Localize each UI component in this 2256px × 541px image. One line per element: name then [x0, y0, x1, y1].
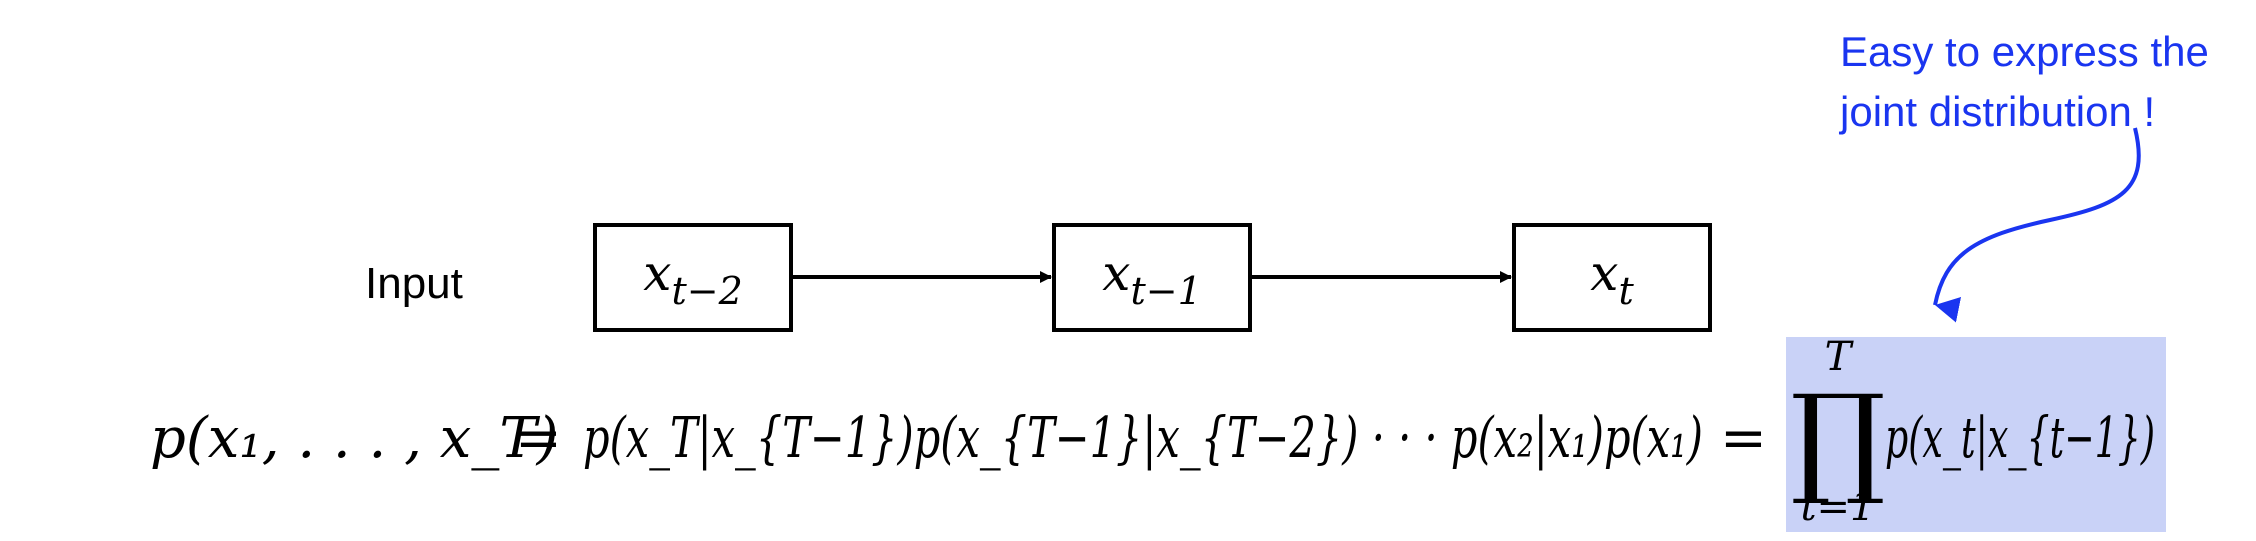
node-box-x-t-minus-2 [593, 223, 793, 332]
node-label-x-t-minus-1: xt−1 [1102, 244, 1202, 313]
input-label: Input [365, 259, 463, 308]
node-label-x-t-minus-2: xt−2 [643, 244, 743, 313]
product-symbol: ∏ [1790, 370, 1886, 509]
node-label-base: x [643, 244, 671, 302]
equals-sign-2: = [1720, 406, 1767, 471]
node-label-subscript: t−2 [671, 269, 742, 313]
node-label-subscript: t [1618, 269, 1634, 313]
product-term: p(x_t|x_{t−1}) [1885, 406, 2155, 471]
annotation-line-1: Easy to express the [1840, 28, 2209, 75]
equation-lhs: p(x₁, . . . , x_T) [150, 406, 559, 471]
node-box-x-t-minus-1 [1052, 223, 1252, 332]
product-highlight [1786, 337, 2166, 532]
equation-expansion: p(x_T|x_{T−1})p(x_{T−1}|x_{T−2}) · · · p… [583, 406, 1703, 471]
node-label-x-t: xt [1590, 244, 1634, 313]
product-upper-limit: T [1825, 334, 1855, 380]
product-lower-limit: t=1 [1800, 484, 1875, 530]
node-label-base: x [1102, 244, 1130, 302]
equals-sign-1: = [515, 406, 562, 471]
annotation-arrow [1933, 127, 2141, 323]
annotation-line-2: joint distribution ! [1838, 88, 2155, 135]
node-label-base: x [1590, 244, 1618, 302]
node-label-subscript: t−1 [1130, 269, 1201, 313]
node-box-x-t [1512, 223, 1712, 332]
